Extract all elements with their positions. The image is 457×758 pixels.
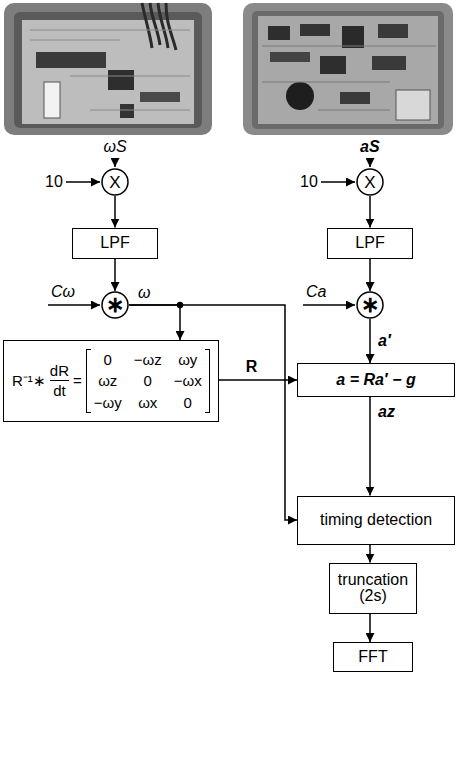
chip [120, 104, 134, 118]
housing [243, 3, 453, 135]
circle-shape [102, 292, 128, 318]
operator-symbol: X [109, 174, 120, 191]
matrix-cell: 0 [91, 349, 125, 370]
process-box: truncation (2s) [329, 563, 417, 614]
chip [378, 24, 408, 38]
numerator: dR [50, 362, 69, 379]
chip [270, 52, 310, 62]
sensor-photo [243, 3, 453, 135]
matrix-cell: 0 [131, 370, 165, 391]
process-box: FFT [333, 642, 413, 672]
process-box: timing detection [297, 496, 455, 545]
matrix-cell: ωx [131, 392, 165, 413]
input-arrows [48, 158, 370, 305]
sensor-photo [4, 3, 212, 135]
signal-label: aS [359, 138, 381, 156]
matrix-cell: 0 [171, 392, 205, 413]
signal-label: 10 [44, 173, 64, 191]
edge-label: az [377, 403, 396, 421]
operator-symbol: X [364, 174, 375, 191]
signal-connector [369, 545, 371, 563]
box-label: a = Ra′ − g [336, 372, 415, 388]
fraction: dR dt [50, 362, 69, 400]
connector [396, 90, 430, 120]
input-arrow [321, 181, 355, 183]
matrix-cell: −ωx [171, 370, 205, 391]
housing-rim [14, 12, 202, 128]
convolution-circle: ∗ [356, 291, 384, 319]
matrix: 0−ωzωyωz0−ωx−ωyωx0 [86, 349, 210, 413]
circle-shape [357, 292, 383, 318]
cable [142, 3, 176, 50]
trace [30, 30, 190, 110]
circuit-board [22, 20, 194, 124]
signal-connector [219, 379, 297, 381]
chip [320, 56, 346, 74]
circle-shape [102, 169, 128, 195]
filter-box: LPF [72, 228, 158, 259]
matrix-cell: ωz [91, 370, 125, 391]
signal-connector [114, 259, 116, 292]
trace [262, 46, 436, 110]
signal-label: Cω [50, 283, 76, 301]
signal-label: ωS [103, 138, 128, 156]
bracket [86, 349, 91, 413]
equation-term: R⁻¹∗ [12, 372, 46, 389]
input-arrow [66, 181, 100, 183]
operator-symbol: ∗ [361, 294, 379, 316]
matrix-cell: ωy [171, 349, 205, 370]
input-arrow [48, 304, 100, 306]
signal-connector [114, 196, 116, 228]
box-label: LPF [355, 235, 384, 251]
signal-connector [369, 319, 371, 363]
multiplier-circle: X [101, 168, 129, 196]
matrix-grid: 0−ωzωyωz0−ωx−ωyωx0 [91, 349, 205, 413]
chip [372, 56, 406, 70]
box-label: FFT [358, 649, 387, 665]
signal-connector [369, 614, 371, 643]
box-label: timing detection [320, 512, 432, 528]
signal-connector [369, 259, 371, 292]
chip [268, 26, 290, 40]
signal-connector [129, 305, 180, 340]
box-label: truncation (2s) [336, 572, 410, 604]
input-arrow [114, 158, 116, 167]
operator-symbol: ∗ [106, 294, 124, 316]
signal-connector [369, 196, 371, 228]
edge-label: R [245, 358, 259, 376]
equation-box: R⁻¹∗dRdt=0−ωzωyωz0−ωx−ωyωx0 [3, 340, 219, 422]
denominator: dt [53, 382, 66, 399]
component [286, 82, 314, 110]
multiplier-circle: X [356, 168, 384, 196]
process-box: a = Ra′ − g [297, 363, 455, 397]
circle-shape [357, 169, 383, 195]
circuit-board [258, 16, 438, 124]
bracket [205, 349, 210, 413]
chip [340, 92, 370, 104]
housing [4, 3, 212, 135]
matrix-cell: −ωz [131, 349, 165, 370]
signal-label: ω [137, 284, 151, 302]
chip [140, 92, 180, 102]
signal-label: Ca [305, 283, 327, 301]
input-arrow [369, 158, 371, 167]
fraction-bar [50, 380, 69, 381]
edge-label: a′ [377, 332, 392, 350]
signal-label: 10 [299, 173, 319, 191]
input-arrow [303, 304, 355, 306]
component [44, 82, 60, 118]
matrix-cell: −ωy [91, 392, 125, 413]
filter-box: LPF [327, 228, 413, 259]
box-label: LPF [100, 235, 129, 251]
chip [342, 26, 364, 48]
convolution-circle: ∗ [101, 291, 129, 319]
chip [36, 52, 106, 68]
chip [108, 70, 134, 90]
chip [300, 24, 330, 36]
housing-rim [252, 11, 444, 129]
equals-sign: = [73, 372, 82, 389]
signal-connector [369, 397, 371, 496]
